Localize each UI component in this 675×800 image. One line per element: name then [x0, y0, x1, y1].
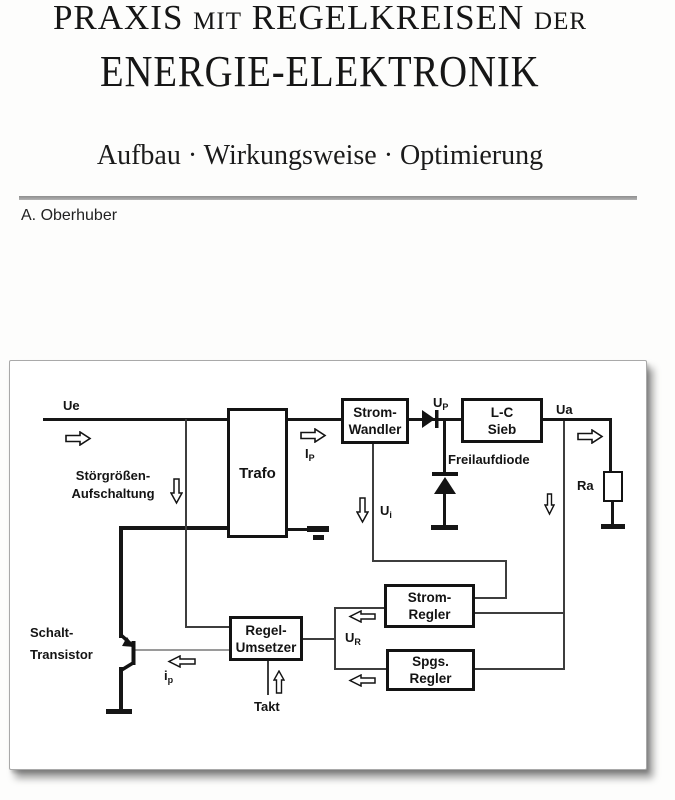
label-takt: Takt	[254, 699, 280, 714]
divider-rule	[19, 196, 637, 200]
block-lc-sieb: L-C Sieb	[461, 398, 543, 443]
signal-stromregler-right	[475, 612, 565, 614]
signal-spgsregler-right	[475, 668, 565, 670]
label-ra: Ra	[577, 478, 594, 493]
ground-bar-freilauf	[431, 525, 458, 530]
signal-base-drive-gray	[134, 649, 230, 651]
flow-arrow-left-icon	[348, 610, 376, 623]
wire-collector-horizontal	[119, 526, 228, 530]
flow-arrow-right-icon	[300, 428, 327, 443]
transistor-icon	[119, 633, 136, 673]
label-line: Schalt-	[30, 625, 74, 640]
block-trafo-label: Trafo	[239, 464, 276, 482]
wire-trafo-to-wandler	[288, 418, 341, 421]
wire-corner-down	[609, 418, 612, 471]
title-line-2: ENERGIE-ELEKTRONIK	[100, 47, 540, 96]
signal-takt-up	[267, 661, 269, 695]
wire-up-node-down	[443, 418, 446, 474]
label-line: Aufschaltung	[71, 486, 155, 501]
block-label-line: Wandler	[348, 422, 402, 437]
resistor-ra	[603, 471, 623, 502]
block-label-line: Regel-	[245, 622, 287, 638]
block-regel-umsetzer: Regel- Umsetzer	[229, 616, 303, 661]
wire-emitter-down	[119, 667, 123, 711]
block-label-line: Regler	[408, 607, 451, 622]
label-ua: Ua	[556, 402, 573, 417]
label-line: Störgrößen-	[75, 468, 151, 483]
ground-bar-ra	[601, 524, 625, 529]
signal-ur-to-stromregler	[334, 607, 386, 609]
label-ue: Ue	[63, 398, 80, 413]
signal-ur-to-spgsregler	[334, 668, 388, 670]
circuit-diagram-panel: Trafo Strom- Wandler L-C Sieb Strom- Reg…	[9, 360, 647, 770]
title-line-2-wrap: ENERGIE-ELEKTRONIK	[0, 50, 640, 94]
diode-icon	[422, 410, 439, 428]
label-schalt-transistor: Schalt- Transistor	[30, 622, 93, 666]
block-label-line: Sieb	[487, 421, 517, 437]
title-word: REGELKREISEN	[251, 0, 525, 37]
signal-ua-feedback-down	[563, 421, 565, 670]
label-ip-primary: IP	[305, 446, 315, 463]
block-label-line: Strom-	[407, 590, 452, 605]
block-strom-regler: Strom- Regler	[384, 584, 475, 628]
wire-ra-to-ground	[611, 500, 614, 525]
signal-stoergroessen-down	[185, 419, 187, 628]
block-spgs-regler: Spgs. Regler	[386, 649, 475, 691]
title-line-1: PRAXIS MIT REGELKREISEN DER	[0, 0, 640, 39]
title-word: PRAXIS	[52, 0, 184, 37]
flow-arrow-left-icon	[167, 655, 196, 668]
flow-arrow-down-icon	[170, 478, 183, 505]
flow-arrow-right-icon	[577, 429, 604, 444]
title-word-small: DER	[534, 8, 588, 35]
wire-trafo-ground	[288, 528, 314, 531]
wire-sieb-to-corner	[543, 418, 612, 421]
label-ur: UR	[345, 630, 361, 647]
flow-arrow-down-icon	[356, 497, 369, 524]
signal-ui-down-2	[505, 560, 507, 599]
block-label-line: Strom-	[353, 405, 397, 420]
label-ui: Ui	[380, 503, 392, 520]
label-stoergroessen: Störgrößen- Aufschaltung	[50, 467, 176, 503]
signal-umsetzer-to-ur	[303, 638, 336, 640]
flow-arrow-left-icon	[348, 674, 376, 687]
subtitle: Aufbau · Wirkungsweise · Optimierung	[96, 140, 544, 171]
block-strom-wandler: Strom- Wandler	[341, 398, 409, 444]
signal-stoergroessen-right	[185, 626, 229, 628]
freewheel-diode-icon	[432, 472, 458, 494]
title-word-small: MIT	[193, 8, 242, 35]
wire-freilauf-down	[443, 493, 446, 526]
flow-arrow-right-icon	[65, 431, 92, 446]
block-label-line: Regler	[409, 671, 452, 686]
ground-bar-trafo-1	[307, 526, 329, 532]
label-line: Transistor	[30, 647, 93, 662]
signal-ui-right	[372, 560, 507, 562]
label-up: UP	[433, 395, 449, 412]
block-label-line: Spgs.	[412, 654, 449, 669]
signal-ui-into-stromregler	[475, 597, 507, 599]
flow-arrow-up-icon	[273, 670, 285, 694]
wire-collector-riser	[119, 526, 123, 638]
block-label-line: L-C	[490, 404, 514, 420]
block-trafo: Trafo	[227, 408, 288, 538]
label-ip-lower: ip	[164, 668, 174, 685]
ground-bar-transistor	[106, 709, 132, 714]
wire-input-line	[43, 418, 227, 421]
author-name: A. Oberhuber	[21, 207, 118, 224]
label-freilaufdiode: Freilaufdiode	[448, 452, 530, 467]
signal-ui-down	[372, 444, 374, 562]
ground-bar-trafo-2	[313, 535, 324, 540]
flow-arrow-down-icon	[544, 493, 555, 516]
block-label-line: Umsetzer	[235, 639, 297, 655]
